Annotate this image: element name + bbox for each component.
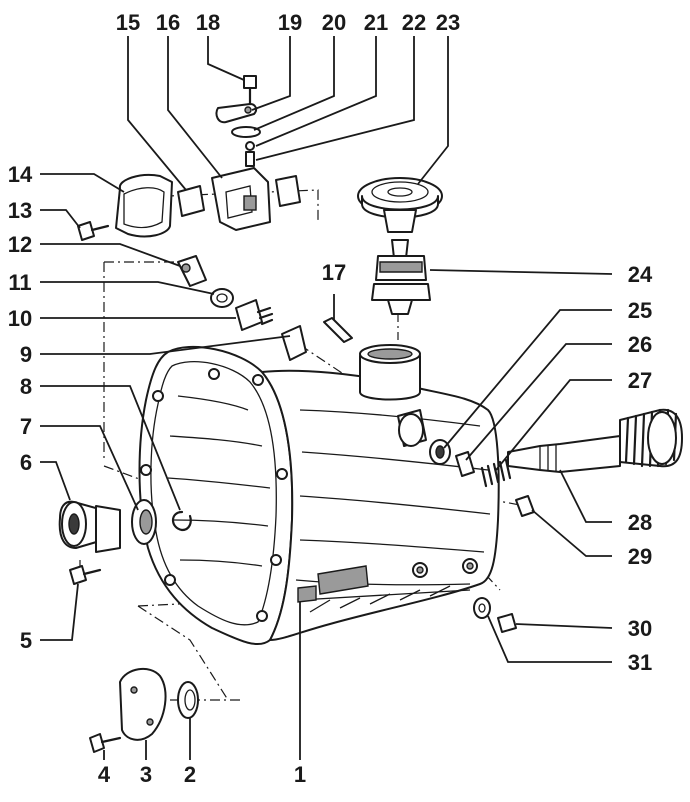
- callout-20: 20: [322, 10, 346, 35]
- callout-30: 30: [628, 616, 652, 641]
- callout-25: 25: [628, 298, 652, 323]
- callout-16: 16: [156, 10, 180, 35]
- callout-18: 18: [196, 10, 220, 35]
- callout-11: 11: [8, 270, 31, 295]
- callout-27: 27: [628, 368, 652, 393]
- callout-29: 29: [628, 544, 652, 569]
- callout-9: 9: [20, 342, 32, 367]
- callout-28: 28: [628, 510, 652, 535]
- left-side-parts: [58, 221, 307, 585]
- callout-15: 15: [116, 10, 140, 35]
- callout-19: 19: [278, 10, 302, 35]
- callout-numbers: 1 2 3 4 5 6 7 8 9 10 11 12 13 14 15 16 1…: [8, 10, 653, 787]
- callout-26: 26: [628, 332, 652, 357]
- transmission-housing: [138, 344, 500, 645]
- callout-4: 4: [98, 762, 111, 787]
- shift-cover-parts: [115, 75, 443, 238]
- shifter-assembly: [323, 239, 431, 343]
- right-side-parts: [429, 408, 683, 633]
- callout-1: 1: [294, 762, 306, 787]
- callout-17: 17: [322, 260, 346, 285]
- callout-22: 22: [402, 10, 426, 35]
- callout-31: 31: [628, 650, 652, 675]
- callout-14: 14: [8, 162, 33, 187]
- callout-24: 24: [628, 262, 653, 287]
- callout-6: 6: [20, 450, 32, 475]
- callout-7: 7: [20, 414, 32, 439]
- callout-10: 10: [8, 306, 32, 331]
- callout-23: 23: [436, 10, 460, 35]
- callout-13: 13: [8, 198, 32, 223]
- callout-21: 21: [364, 10, 388, 35]
- bottom-cover-parts: [89, 667, 199, 753]
- leader-lines: [40, 36, 613, 760]
- callout-3: 3: [140, 762, 152, 787]
- callout-2: 2: [184, 762, 196, 787]
- callout-8: 8: [20, 374, 32, 399]
- callout-5: 5: [20, 628, 32, 653]
- callout-12: 12: [8, 232, 32, 257]
